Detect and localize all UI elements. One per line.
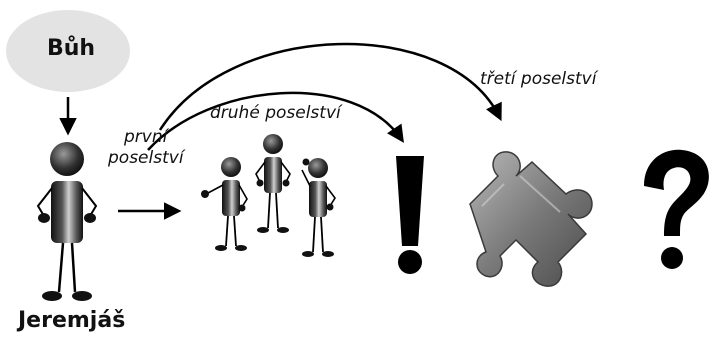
first-message-label-line1: první xyxy=(124,127,168,147)
god-label: Bůh xyxy=(47,36,96,61)
exclamation-mark xyxy=(396,156,424,274)
second-message-arrow xyxy=(147,91,404,151)
listener-figure-3 xyxy=(301,158,336,257)
puzzle-piece-icon xyxy=(469,151,593,287)
first-message-label-line2: poselství xyxy=(108,148,184,168)
third-message-label: třetí poselství xyxy=(480,69,597,89)
prophet-label: Jeremjáš xyxy=(18,308,126,333)
god-ellipse xyxy=(6,10,130,92)
second-message-label: druhé poselství xyxy=(210,103,341,123)
listener-figure-1 xyxy=(201,157,248,251)
prophet-figure xyxy=(36,142,98,301)
third-message-arrow xyxy=(158,42,502,131)
listener-figure-2 xyxy=(255,134,291,233)
question-mark xyxy=(644,149,709,269)
